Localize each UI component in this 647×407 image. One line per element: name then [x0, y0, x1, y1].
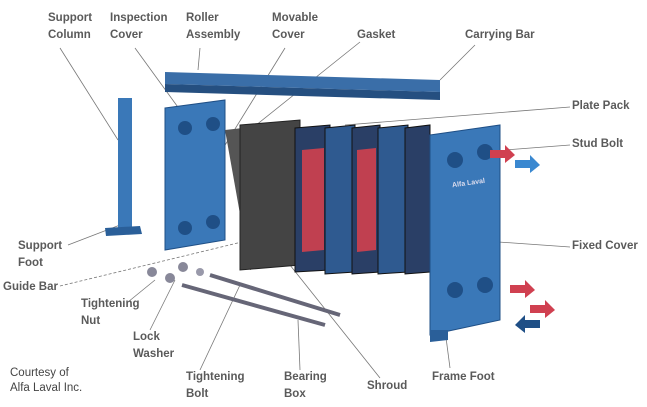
label-guide-bar: Guide Bar [3, 281, 58, 293]
plate-pack [239, 119, 431, 275]
tightening-bolts [147, 262, 341, 327]
frame-foot [430, 330, 448, 342]
label-gasket: Gasket [357, 29, 396, 41]
label-stud-bolt: Stud Bolt [572, 138, 624, 150]
label-plate-pack: Plate Pack [572, 100, 630, 112]
label-fixed-cover: Fixed Cover [572, 240, 638, 252]
movable-cover [164, 99, 226, 251]
carrying-bar [165, 72, 440, 92]
label-shroud: Shroud [367, 380, 408, 392]
support-column [118, 98, 132, 232]
label-carrying-bar: Carrying Bar [465, 29, 535, 41]
label-frame-foot: Frame Foot [432, 371, 495, 383]
flow-arrows [490, 145, 555, 333]
